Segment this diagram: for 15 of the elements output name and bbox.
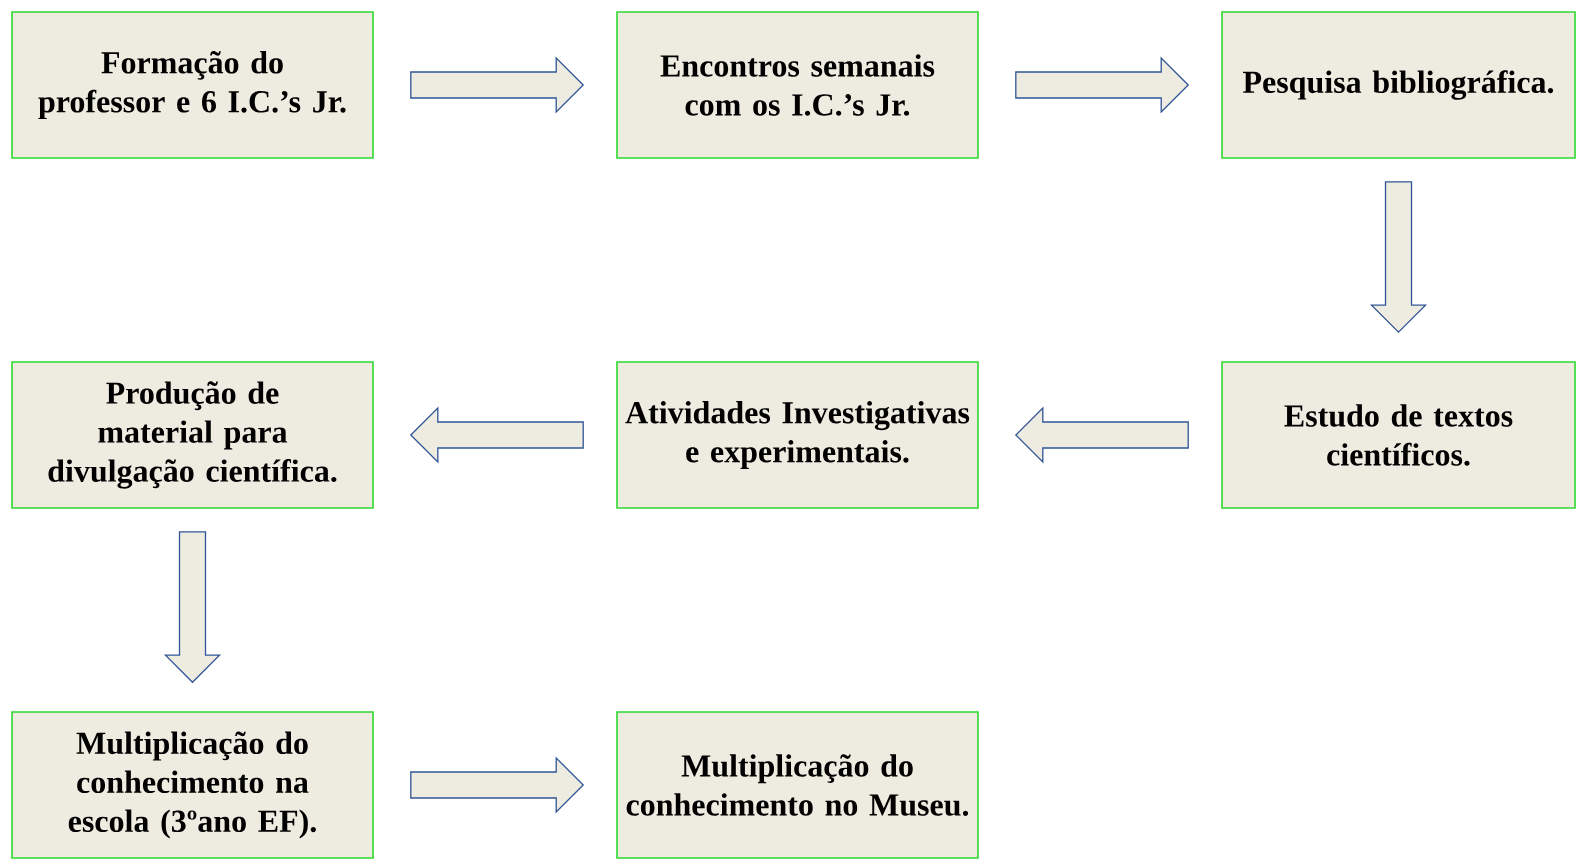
block-arrow bbox=[1014, 406, 1189, 464]
process-box: Encontros semanais com os I.C.’s Jr. bbox=[616, 11, 979, 159]
block-arrow bbox=[410, 56, 585, 114]
process-box: Multiplicação do conhecimento no Museu. bbox=[616, 711, 979, 859]
block-arrow bbox=[163, 531, 222, 684]
process-box: Formação do professor e 6 I.C.’s Jr. bbox=[11, 11, 374, 159]
block-arrow bbox=[409, 406, 584, 464]
process-box: Atividades Investigativas e experimentais. bbox=[616, 361, 979, 509]
block-arrow bbox=[1369, 181, 1428, 334]
process-box: Pesquisa bibliográfica. bbox=[1221, 11, 1576, 159]
block-arrow bbox=[410, 756, 585, 814]
process-box: Produção de material para divulgação científica. bbox=[11, 361, 374, 509]
block-arrow bbox=[1015, 56, 1190, 114]
process-box: Multiplicação do conhecimento na escola (3ºano EF). bbox=[11, 711, 374, 859]
process-box: Estudo de textos científicos. bbox=[1221, 361, 1576, 509]
